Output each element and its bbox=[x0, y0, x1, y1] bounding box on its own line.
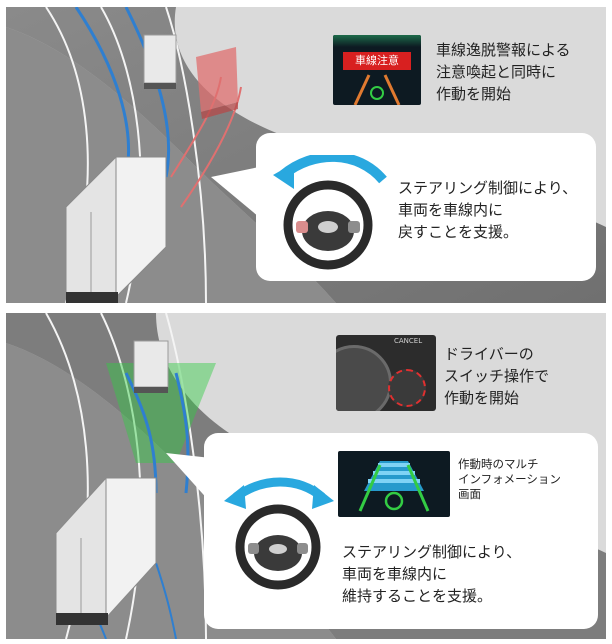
assist-caption-top: ステアリング制御により、 車両を車線内に 戻すことを支援。 bbox=[398, 179, 578, 241]
distant-truck bbox=[133, 340, 169, 393]
callout-pointer bbox=[166, 453, 211, 503]
lane-assist-switch bbox=[388, 369, 426, 407]
switch-panel-image: CANCEL bbox=[336, 335, 436, 411]
cancel-label: CANCEL bbox=[394, 337, 423, 345]
main-truck bbox=[55, 477, 157, 625]
departing-truck-ghost bbox=[196, 47, 238, 119]
steering-wheel-icon bbox=[273, 155, 387, 270]
multi-info-caption: 作動時のマルチ インフォメーション 画面 bbox=[458, 457, 561, 501]
steering-assist-icon bbox=[370, 86, 384, 100]
steering-assist-icon bbox=[384, 491, 404, 511]
callout-pointer bbox=[211, 167, 259, 217]
lane-warning-display: 車線注意 bbox=[333, 35, 421, 105]
switch-caption: ドライバーの スイッチ操作で 作動を開始 bbox=[444, 345, 550, 407]
assist-caption-bottom: ステアリング制御により、 車両を車線内に 維持することを支援。 bbox=[342, 543, 522, 605]
lane-departure-panel: 車線注意 車線逸脱警報による 注意喚起と同時に 作動を開始 ステアリング制御によ… bbox=[6, 7, 606, 303]
steering-wheel-icon bbox=[224, 477, 334, 590]
lane-warning-label: 車線注意 bbox=[343, 52, 411, 70]
warning-caption: 車線逸脱警報による 注意喚起と同時に 作動を開始 bbox=[436, 41, 571, 103]
distant-truck bbox=[143, 34, 177, 89]
lane-guide-line-right bbox=[124, 7, 171, 178]
multi-info-display bbox=[338, 451, 450, 517]
lane-keep-panel: CANCEL ドライバーの スイッチ操作で 作動を開始 作動時のマルチ インフォ… bbox=[6, 313, 606, 639]
main-truck bbox=[65, 156, 167, 303]
